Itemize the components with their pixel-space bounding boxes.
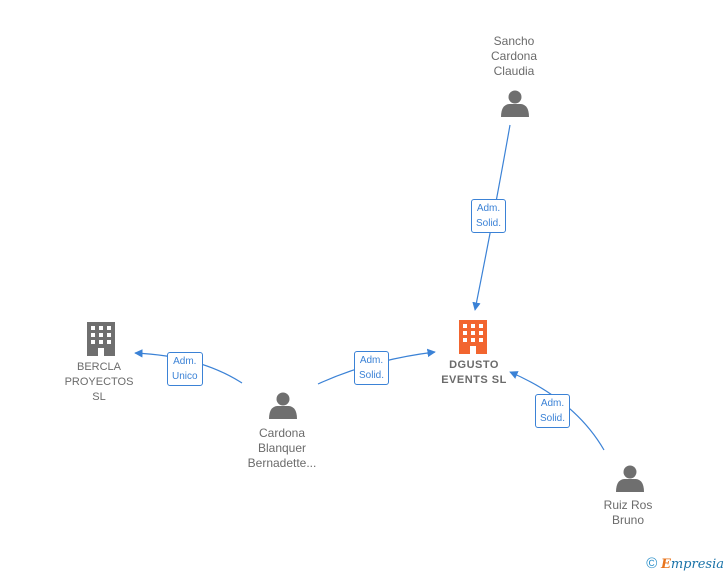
person-icon-cardona[interactable] xyxy=(269,392,297,420)
edge-label-cardona-dgusto: Adm. Solid. xyxy=(354,351,390,385)
node-label-bercla[interactable]: BERCLA PROYECTOS SL xyxy=(64,361,134,403)
node-label-cardona[interactable]: Cardona Blanquer Bernadette... xyxy=(247,426,317,470)
edge-label-ruiz-dgusto: Adm. Solid. xyxy=(535,394,571,428)
node-label-ruiz[interactable]: Ruiz Ros Bruno xyxy=(603,498,653,527)
edge-label-cardona-bercla: Adm. Unico xyxy=(167,352,203,386)
node-label-sancho[interactable]: Sancho Cardona Claudia xyxy=(490,34,538,78)
empresia-watermark: © Empresia xyxy=(646,555,724,572)
edge-label-sancho-dgusto: Adm. Solid. xyxy=(471,199,507,233)
building-icon-bercla[interactable] xyxy=(87,322,115,356)
building-icon-dgusto[interactable] xyxy=(459,320,487,354)
copyright-icon: © xyxy=(646,555,658,572)
node-label-dgusto[interactable]: DGUSTO EVENTS SL xyxy=(441,359,507,386)
brand-name: mpresia xyxy=(670,557,724,572)
brand-initial: E xyxy=(660,557,671,572)
person-icon-sancho[interactable] xyxy=(501,90,529,118)
person-icon-ruiz[interactable] xyxy=(616,465,644,493)
